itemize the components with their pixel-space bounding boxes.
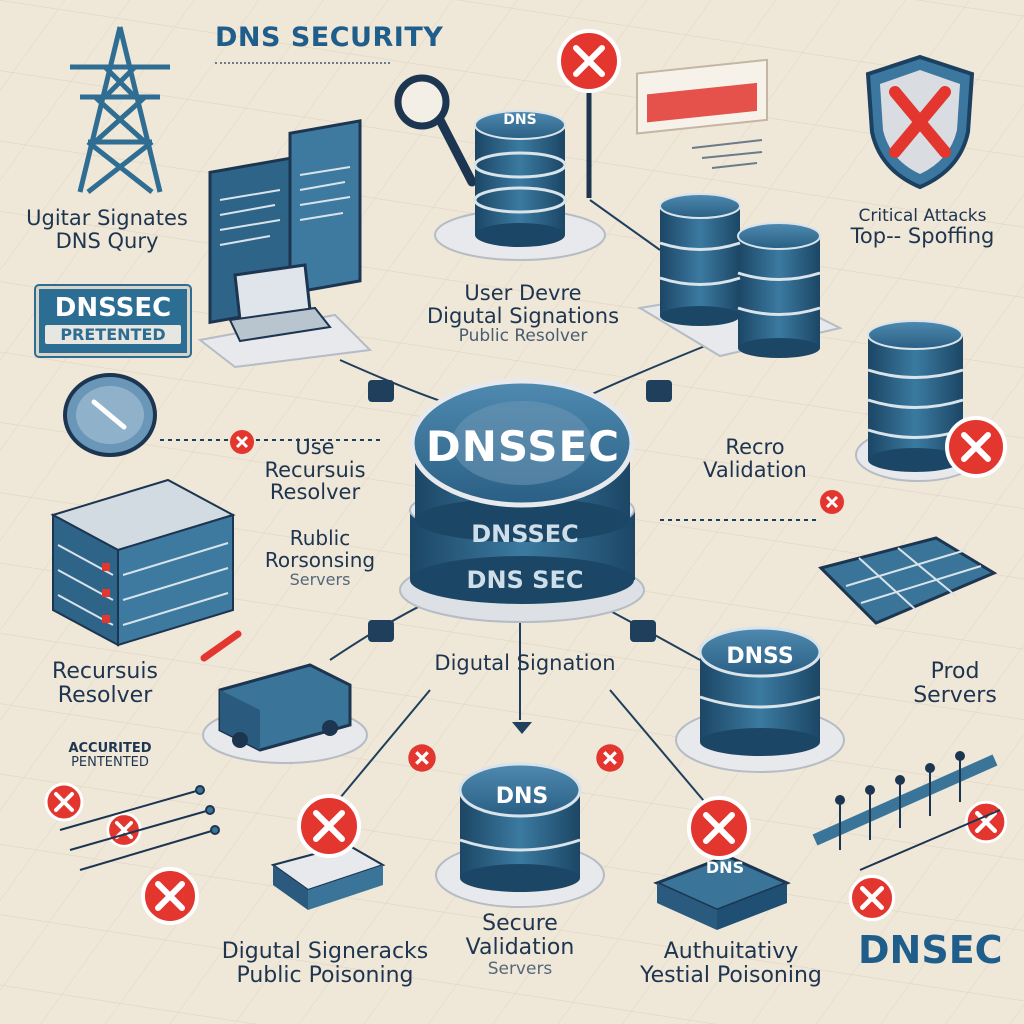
drum-top-label: DNS	[503, 112, 537, 128]
no-entry-icon	[945, 416, 1007, 478]
laptop-icon	[197, 119, 373, 369]
no-entry-icon	[687, 796, 751, 860]
network-sticks-left	[59, 785, 220, 871]
lens-icon	[63, 373, 157, 457]
alert-mark-icon	[408, 744, 436, 772]
dnssec-badge: DNSSEC PRETENTED	[36, 286, 190, 356]
dnssec-corner-label: DNSEC	[858, 928, 1003, 972]
transmission-tower-icon	[70, 26, 170, 194]
hub-label: DNSSEC	[425, 422, 621, 471]
hub-band-2: DNS SEC	[466, 566, 584, 594]
shield-x-icon	[865, 54, 975, 190]
no-entry-icon	[44, 782, 84, 822]
drum-server-top	[434, 110, 606, 261]
drum-server-pair	[637, 193, 843, 358]
magnifier-icon	[394, 74, 477, 187]
alert-mark-icon	[820, 490, 844, 514]
tile-grid-icon	[818, 536, 998, 625]
dnssec-hub	[399, 378, 645, 623]
alert-mark-icon	[596, 744, 624, 772]
no-entry-icon	[297, 794, 361, 858]
page-title: DNS SECURITY	[215, 22, 444, 53]
tile-box-right	[653, 854, 791, 930]
truck-icon	[202, 663, 368, 764]
no-entry-icon	[848, 874, 896, 922]
title-underline	[215, 62, 390, 68]
drum-right-label: DNSS	[726, 644, 794, 669]
tile-right-label: DNS	[705, 858, 745, 877]
badge-subtitle: PRETENTED	[45, 325, 181, 344]
drum-server-lower-right	[675, 626, 845, 773]
alert-mark-icon	[230, 430, 254, 454]
network-sticks-right	[812, 751, 1001, 871]
dnssec-sign	[636, 58, 768, 169]
drum-bottom-label: DNS	[495, 784, 549, 809]
badge-title: DNSSEC	[54, 293, 172, 323]
alert-mark-icon	[200, 630, 242, 662]
server-rack-icon	[50, 478, 236, 647]
tile-box-left	[270, 843, 386, 910]
drum-server-bottom	[435, 762, 605, 908]
no-entry-icon	[106, 812, 142, 848]
hub-band-1: DNSSEC	[471, 520, 579, 548]
arrow-connector-icon	[368, 380, 672, 734]
label-center-lower: Digutal Signation	[434, 651, 616, 675]
no-entry-icon	[141, 867, 199, 925]
no-entry-icon	[557, 29, 621, 198]
